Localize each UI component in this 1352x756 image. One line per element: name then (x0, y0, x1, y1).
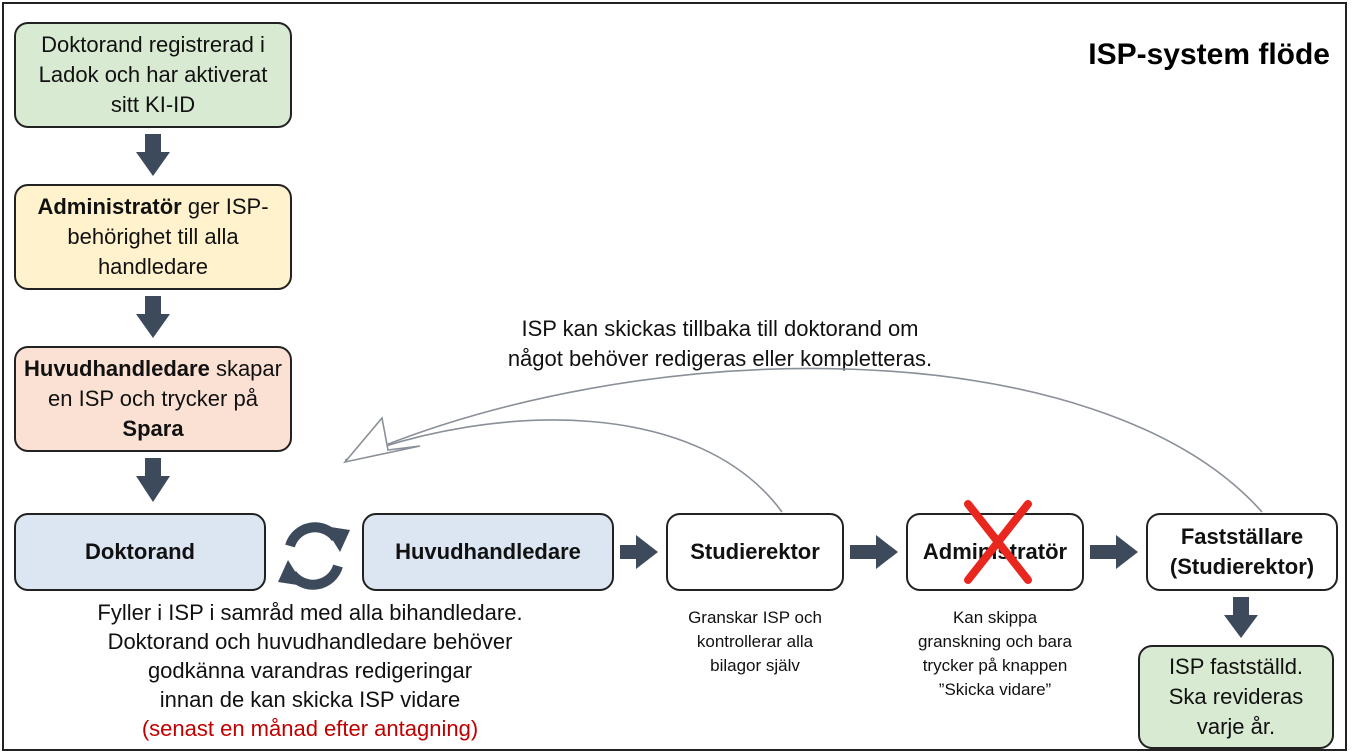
box-huvudhandledare-label: Huvudhandledare (395, 539, 581, 564)
red-cross-icon (964, 500, 1032, 584)
arrow-down-icon (136, 134, 170, 176)
administrator-bold-label: Administratör (37, 194, 182, 219)
fill-note: Fyller i ISP i samråd med alla bihandled… (40, 598, 580, 743)
fill-note-line3: godkänna varandras redigeringar (147, 658, 473, 683)
fill-note-line4: innan de kan skicka ISP vidare (159, 687, 461, 712)
spara-bold-label: Spara (122, 416, 184, 441)
box-huvudhandledare-skapar: Huvudhandledare skapar en ISP och trycke… (14, 346, 292, 452)
box-studierektor-label: Studierektor (690, 539, 820, 564)
faststallare-label-line2: (Studierektor) (1169, 554, 1315, 579)
diagram-title: ISP-system flöde (1088, 38, 1330, 71)
cycle-arrowhead (278, 560, 304, 586)
return-arrow-icon (342, 367, 1263, 513)
box-huvudhandledare: Huvudhandledare (362, 513, 614, 591)
skip-note-line2: granskning och bara (917, 632, 1073, 651)
huvudhandledare-mid-label: skapar en ISP och trycker på (48, 356, 282, 411)
huvudhandledare-bold-label: Huvudhandledare (24, 356, 210, 381)
arrow-down-icon (136, 458, 170, 502)
skip-note-line1: Kan skippa (952, 608, 1038, 627)
box-isp-faststalld: ISP fastställd. Ska revideras varje år. (1138, 645, 1334, 749)
review-note-line2: kontrollerar alla (696, 632, 814, 651)
review-note: Granskar ISP och kontrollerar alla bilag… (650, 606, 860, 678)
box-faststallare: Fastställare (Studierektor) (1146, 513, 1338, 591)
arrow-down-icon (136, 296, 170, 338)
arrow-right-icon (850, 535, 898, 569)
arrow-right-icon (1090, 535, 1138, 569)
administrator-rest-label: ger ISP-behörighet till alla handledare (67, 194, 269, 279)
faststallare-label-line1: Fastställare (1180, 524, 1304, 549)
box-huvudhandledare-text: Huvudhandledare skapar en ISP och trycke… (24, 354, 282, 444)
skip-note: Kan skippa granskning och bara trycker p… (890, 606, 1100, 702)
box-doktorand: Doktorand (14, 513, 266, 591)
fill-note-line2: Doktorand och huvudhandledare behöver (107, 629, 513, 654)
fill-note-line1: Fyller i ISP i samråd med alla bihandled… (97, 600, 523, 625)
box-doktorand-registrerad-text: Doktorand registrerad i Ladok och har ak… (38, 32, 268, 117)
skip-note-line4: ”Skicka vidare” (938, 680, 1052, 699)
box-doktorand-label: Doktorand (85, 539, 195, 564)
return-note-line2: något behöver redigeras eller kompletter… (507, 346, 933, 371)
arrow-right-icon (620, 535, 658, 569)
box-doktorand-registrerad: Doktorand registrerad i Ladok och har ak… (14, 22, 292, 128)
return-note: ISP kan skickas tillbaka till doktorand … (470, 314, 970, 374)
review-note-line3: bilagor själv (710, 656, 800, 675)
box-administrator-text: Administratör ger ISP-behörighet till al… (24, 192, 282, 282)
fill-note-deadline: (senast en månad efter antagning) (141, 716, 479, 741)
review-note-line1: Granskar ISP och (688, 608, 822, 627)
box-administrator-behorighet: Administratör ger ISP-behörighet till al… (14, 184, 292, 290)
box-studierektor: Studierektor (666, 513, 844, 591)
return-note-line1: ISP kan skickas tillbaka till doktorand … (521, 316, 919, 341)
arrow-down-icon (1224, 597, 1258, 638)
skip-note-line3: trycker på knappen (922, 656, 1068, 675)
box-isp-faststalld-text: ISP fastställd. Ska revideras varje år. (1168, 654, 1304, 739)
cycle-arrowhead (324, 526, 350, 552)
